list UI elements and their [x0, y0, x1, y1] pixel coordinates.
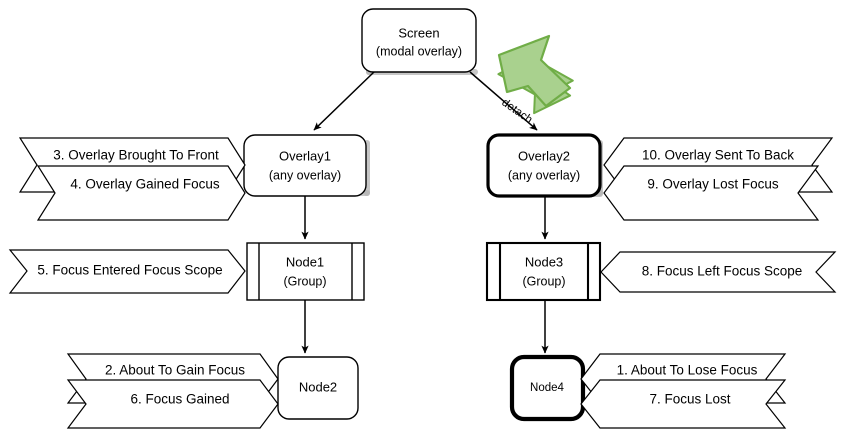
node-overlay2[interactable]: Overlay2 (any overlay) [486, 133, 602, 198]
message-right-8[interactable]: 8. Focus Left Focus Scope [600, 251, 837, 293]
node-node3[interactable]: Node3 (Group) [485, 241, 602, 302]
node-node2[interactable]: Node2 [277, 356, 359, 420]
message-left-4[interactable]: 4. Overlay Gained Focus [36, 165, 246, 221]
node-node1[interactable]: Node1 (Group) [246, 242, 365, 301]
message-right-10-label: 10. Overlay Sent To Back [642, 148, 794, 163]
message-right-8-label: 8. Focus Left Focus Scope [642, 264, 803, 279]
edge-label-detach: detach [499, 97, 534, 127]
node-screen[interactable]: Screen (modal overlay) [361, 8, 477, 73]
node-node4-line1: Node4 [530, 382, 564, 394]
message-right-1-label: 1. About To Lose Focus [617, 363, 758, 378]
message-right-9-label: 9. Overlay Lost Focus [647, 177, 779, 192]
node-screen-line1: Screen [398, 25, 439, 40]
node-node3-line2: (Group) [522, 274, 565, 288]
node-overlay1-line1: Overlay1 [279, 148, 331, 163]
message-left-5[interactable]: 5. Focus Entered Focus Scope [8, 249, 246, 294]
message-right-9[interactable]: 9. Overlay Lost Focus [603, 165, 820, 221]
node-node3-line1: Node3 [525, 254, 563, 269]
node-node2-line1: Node2 [299, 379, 337, 394]
message-left-5-label: 5. Focus Entered Focus Scope [37, 263, 222, 278]
node-overlay1[interactable]: Overlay1 (any overlay) [243, 134, 367, 197]
message-right-7[interactable]: 7. Focus Lost [580, 379, 787, 429]
node-node4[interactable]: Node4 [509, 354, 586, 422]
message-left-4-label: 4. Overlay Gained Focus [70, 177, 220, 192]
node-overlay1-line2: (any overlay) [269, 168, 341, 182]
message-left-6[interactable]: 6. Focus Gained [66, 379, 279, 429]
message-left-2-label: 2. About To Gain Focus [105, 363, 245, 378]
node-overlay2-line1: Overlay2 [518, 148, 570, 163]
message-left-6-label: 6. Focus Gained [130, 392, 229, 407]
node-node1-line2: (Group) [283, 274, 326, 288]
message-right-7-label: 7. Focus Lost [649, 392, 730, 407]
edge-screen-overlay2 [469, 71, 538, 131]
node-screen-line2: (modal overlay) [376, 44, 462, 58]
node-node1-line1: Node1 [286, 254, 324, 269]
message-left-3-label: 3. Overlay Brought To Front [53, 148, 219, 163]
edge-screen-overlay1 [313, 71, 375, 131]
green-pointer-arrow [497, 34, 574, 115]
node-overlay2-line2: (any overlay) [508, 168, 580, 182]
